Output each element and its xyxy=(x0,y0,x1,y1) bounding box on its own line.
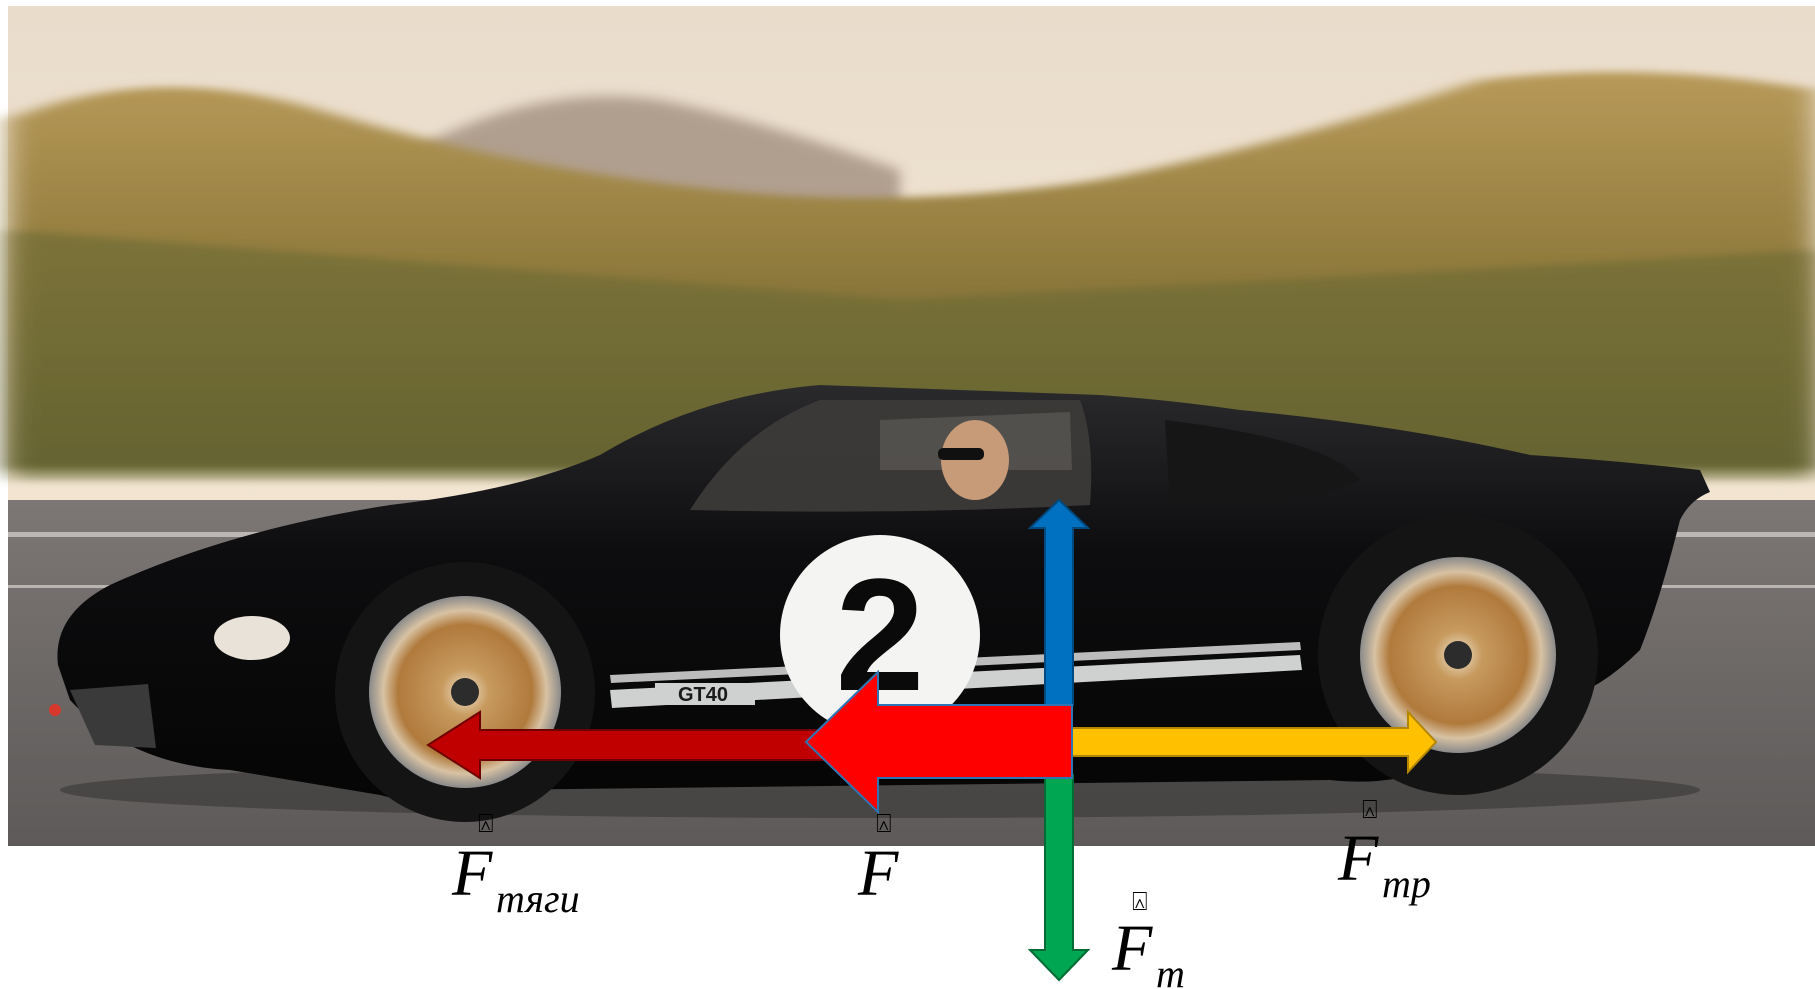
normal-force-arrow xyxy=(1027,498,1091,706)
headlight xyxy=(214,616,290,660)
number-roundel xyxy=(780,535,980,735)
gt40-badge: GT40 xyxy=(655,683,755,706)
car-number: 2 xyxy=(836,545,925,724)
label-friction: ⍓ F тр xyxy=(1337,795,1431,906)
vector-mark: ⍓ xyxy=(1362,795,1378,824)
force-arrows xyxy=(426,498,1438,982)
front-wheel xyxy=(335,562,595,822)
force-symbol: F xyxy=(857,837,899,910)
force-symbol: F xyxy=(451,837,493,910)
force-subscript: тр xyxy=(1382,861,1431,906)
force-subscript: т xyxy=(1156,951,1185,989)
force-subscript: тяги xyxy=(496,876,580,921)
friction-force-arrow xyxy=(1071,709,1438,775)
label-resultant: ⍓ F xyxy=(857,809,899,910)
label-gravity: ⍓ F т xyxy=(1111,887,1185,989)
gravity-force-arrow xyxy=(1027,774,1091,982)
svg-text:GT40: GT40 xyxy=(678,684,728,706)
vector-mark: ⍓ xyxy=(876,809,892,838)
label-thrust: ⍓ F тяги xyxy=(451,809,580,921)
resultant-force-arrow xyxy=(804,669,1073,815)
vector-mark: ⍓ xyxy=(478,809,494,838)
race-car: GT40 2 xyxy=(49,385,1710,822)
vector-mark: ⍓ xyxy=(1132,887,1148,916)
force-symbol: F xyxy=(1337,822,1379,895)
force-symbol: F xyxy=(1111,912,1153,985)
rear-wheel xyxy=(1318,515,1598,795)
